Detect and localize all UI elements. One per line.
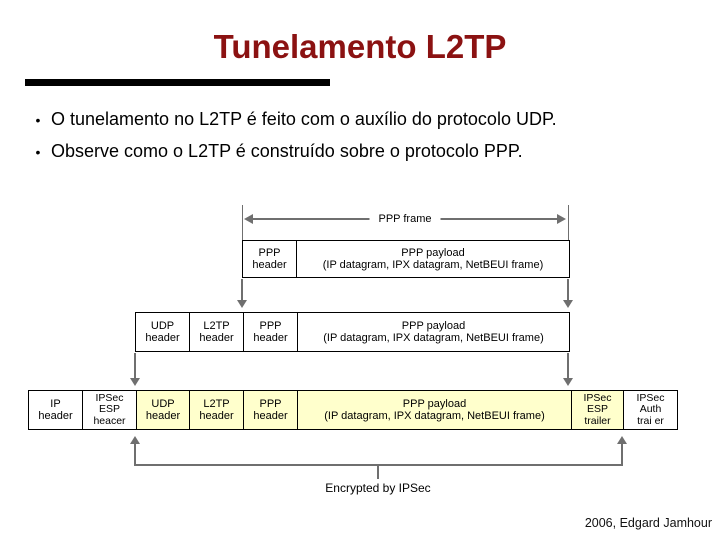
ppp-header-cell: PPP header [252,246,287,272]
row-ipsec-packet: IP header IPSec ESP heacer UDP header L2… [28,390,678,430]
arrow-down-icon [237,300,247,308]
arrow-right-icon [557,214,566,224]
row-l2tp-packet: UDP header L2TP header PPP header PPP pa… [135,312,570,352]
page-title: Tunelamento L2TP [213,28,507,65]
encapsulation-arrow-shaft [567,279,569,301]
arrow-down-icon [563,378,573,386]
l2tp-header-cell: L2TP header [189,391,243,429]
ppp-payload-cell: PPP payload (IP datagram, IPX datagram, … [296,241,569,277]
ppp-payload-cell: PPP payload (IP datagram, IPX datagram, … [297,391,571,429]
ipsec-auth-trailer-cell: IPSec Auth trai er [623,391,677,429]
encapsulation-arrow-shaft [567,353,569,379]
ppp-frame-label: PPP frame [369,212,441,226]
list-item: • Observe como o L2TP é construído sobre… [25,141,697,163]
title-underline [25,79,330,86]
bracket-base-line [134,464,623,466]
frame-extent-tick-left [242,205,243,240]
bullet-text: O tunelamento no L2TP é feito com o auxí… [51,109,557,129]
ppp-frame-span-arrow: PPP frame [244,212,566,226]
bullet-text: Observe como o L2TP é construído sobre o… [51,141,523,161]
encrypted-by-ipsec-label: Encrypted by IPSec [325,481,431,495]
bullet-icon: • [35,112,41,128]
arrow-down-icon [563,300,573,308]
ppp-header-cell: PPP header [243,313,297,351]
ppp-payload-cell: PPP payload (IP datagram, IPX datagram, … [297,313,569,351]
udp-header-cell: UDP header [145,319,180,345]
arrow-left-icon [244,214,253,224]
l2tp-header-cell: L2TP header [189,313,243,351]
credit-text: 2006, Edgard Jamhour [584,516,712,530]
ip-header-cell: IP header [38,397,73,423]
bullet-icon: • [35,144,41,160]
row-ppp-frame: PPP header PPP payload (IP datagram, IPX… [242,240,570,278]
bullet-list: • O tunelamento no L2TP é feito com o au… [25,109,697,173]
encapsulation-arrow-shaft [241,279,243,301]
bracket-stem [377,466,379,479]
encapsulation-arrow-shaft [134,353,136,379]
arrow-up-icon [617,436,627,444]
arrow-up-icon [130,436,140,444]
frame-extent-tick-right [568,205,569,240]
bracket-arrow-shaft [134,443,136,466]
ipsec-esp-header-cell: IPSec ESP heacer [82,391,136,429]
udp-header-cell: UDP header [136,391,189,429]
ipsec-esp-trailer-cell: IPSec ESP trailer [571,391,623,429]
list-item: • O tunelamento no L2TP é feito com o au… [25,109,697,131]
arrow-down-icon [130,378,140,386]
bracket-arrow-shaft [621,443,623,466]
ppp-header-cell: PPP header [243,391,297,429]
